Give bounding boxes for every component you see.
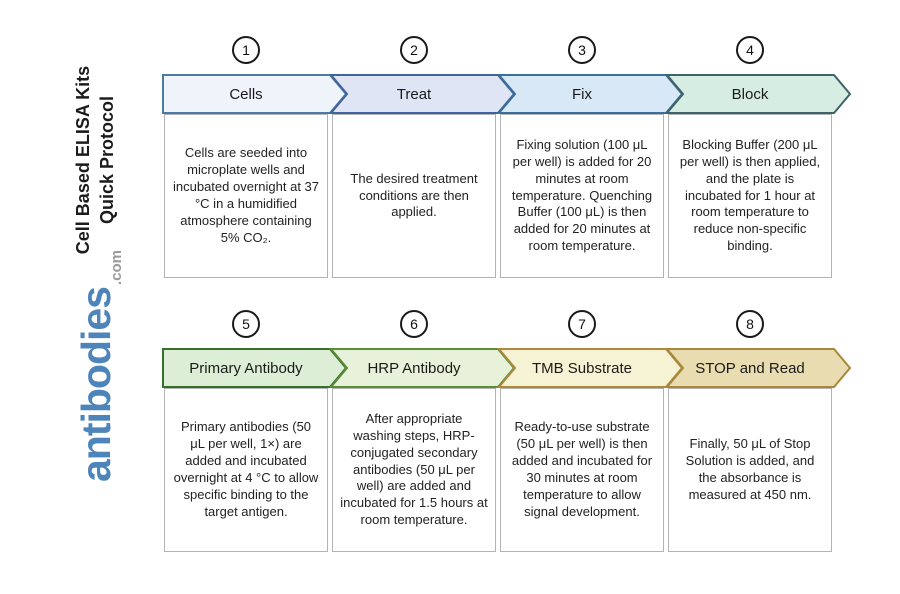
step-description: Cells are seeded into microplate wells a…: [164, 114, 328, 278]
step-arrow: Primary Antibody: [162, 348, 348, 388]
step-tmb-substrate: 7 TMB Substrate Ready-to-use substrate (…: [496, 310, 684, 552]
step-number: 6: [410, 316, 418, 332]
step-description: Ready-to-use substrate (50 μL per well) …: [500, 388, 664, 552]
step-number-badge: 2: [400, 36, 428, 64]
step-arrow: Treat: [328, 74, 516, 114]
step-arrow: TMB Substrate: [496, 348, 684, 388]
step-hrp-antibody: 6 HRP Antibody After appropriate washing…: [328, 310, 516, 552]
step-description: Blocking Buffer (200 μL per well) is the…: [668, 114, 832, 278]
step-arrow: Fix: [496, 74, 684, 114]
step-number: 4: [746, 42, 754, 58]
step-description: Fixing solution (100 μL per well) is add…: [500, 114, 664, 278]
step-number-badge: 4: [736, 36, 764, 64]
step-arrow-label: STOP and Read: [695, 359, 805, 377]
step-description: After appropriate washing steps, HRP-con…: [332, 388, 496, 552]
protocol-row-2: 5 Primary Antibody Primary antibodies (5…: [162, 310, 852, 552]
step-arrow: Cells: [162, 74, 348, 114]
step-number-badge: 8: [736, 310, 764, 338]
step-arrow-label: Cells: [229, 85, 263, 103]
antibodies-logo: antibodies .com: [63, 221, 125, 511]
step-arrow: STOP and Read: [664, 348, 852, 388]
step-number: 5: [242, 316, 250, 332]
step-fix: 3 Fix Fixing solution (100 μL per well) …: [496, 36, 684, 278]
step-description: Finally, 50 μL of Stop Solution is added…: [668, 388, 832, 552]
step-number: 8: [746, 316, 754, 332]
step-arrow-label: Fix: [572, 85, 592, 103]
chevron-arrow-shape: [664, 348, 852, 388]
step-number-badge: 5: [232, 310, 260, 338]
step-stop-and-read: 8 STOP and Read Finally, 50 μL of Stop S…: [664, 310, 852, 552]
logo-text: antibodies: [73, 287, 119, 483]
protocol-row-1: 1 Cells Cells are seeded into microplate…: [162, 36, 852, 278]
step-number: 3: [578, 42, 586, 58]
chevron-arrow-shape: [664, 74, 852, 114]
step-arrow-label: Primary Antibody: [189, 359, 303, 377]
step-treat: 2 Treat The desired treatment conditions…: [328, 36, 516, 278]
step-arrow-label: Treat: [396, 85, 432, 103]
step-arrow: HRP Antibody: [328, 348, 516, 388]
step-arrow: Block: [664, 74, 852, 114]
step-number-badge: 7: [568, 310, 596, 338]
step-cells: 1 Cells Cells are seeded into microplate…: [162, 36, 348, 278]
step-arrow-label: HRP Antibody: [367, 359, 461, 377]
step-primary-antibody: 5 Primary Antibody Primary antibodies (5…: [162, 310, 348, 552]
step-number: 1: [242, 42, 250, 58]
step-number-badge: 6: [400, 310, 428, 338]
step-number: 2: [410, 42, 418, 58]
step-number: 7: [578, 316, 586, 332]
step-number-badge: 1: [232, 36, 260, 64]
step-block: 4 Block Blocking Buffer (200 μL per well…: [664, 36, 852, 278]
logo-com-suffix: .com: [108, 249, 125, 285]
step-arrow-label: Block: [731, 85, 769, 103]
step-description: Primary antibodies (50 μL per well, 1×) …: [164, 388, 328, 552]
step-arrow-label: TMB Substrate: [531, 359, 633, 377]
step-number-badge: 3: [568, 36, 596, 64]
step-description: The desired treatment conditions are the…: [332, 114, 496, 278]
